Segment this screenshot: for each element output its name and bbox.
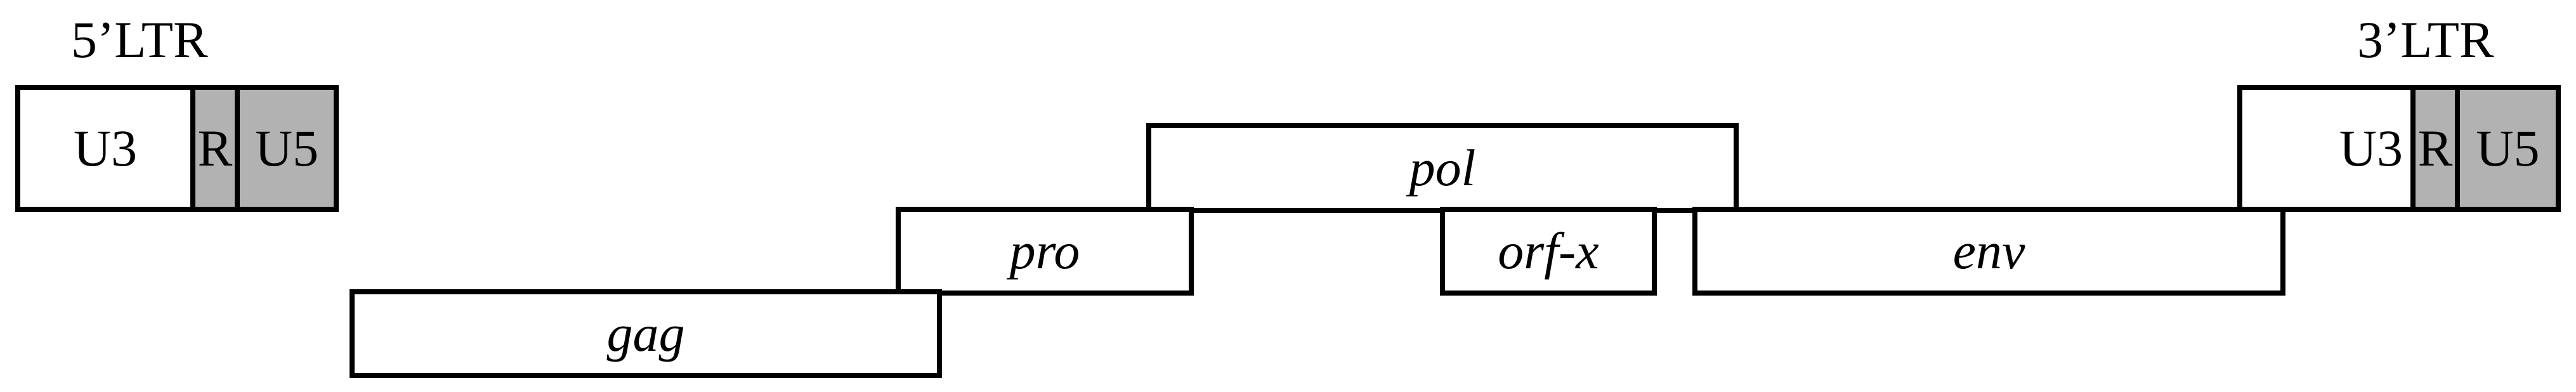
ltr3-r: R xyxy=(2410,90,2455,207)
ltr3-u5: U5 xyxy=(2455,90,2556,207)
ltr5-box: U3 R U5 xyxy=(15,85,339,212)
ltr5-u3: U3 xyxy=(73,119,138,177)
ltr3-title: 3’LTR xyxy=(2357,11,2494,69)
ltr5-title: 5’LTR xyxy=(71,11,208,69)
ltr5-u5: U5 xyxy=(235,90,334,207)
gene-pol: pol xyxy=(1146,123,1739,213)
gene-orf-x: orf-x xyxy=(1440,207,1657,296)
gene-env: env xyxy=(1692,207,2285,296)
gene-gag: gag xyxy=(350,289,942,378)
ltr3-box: U3 R U5 xyxy=(2237,85,2561,212)
ltr3-u3: U3 xyxy=(2339,119,2403,177)
ltr5-r: R xyxy=(190,90,235,207)
gene-pro: pro xyxy=(896,207,1194,296)
